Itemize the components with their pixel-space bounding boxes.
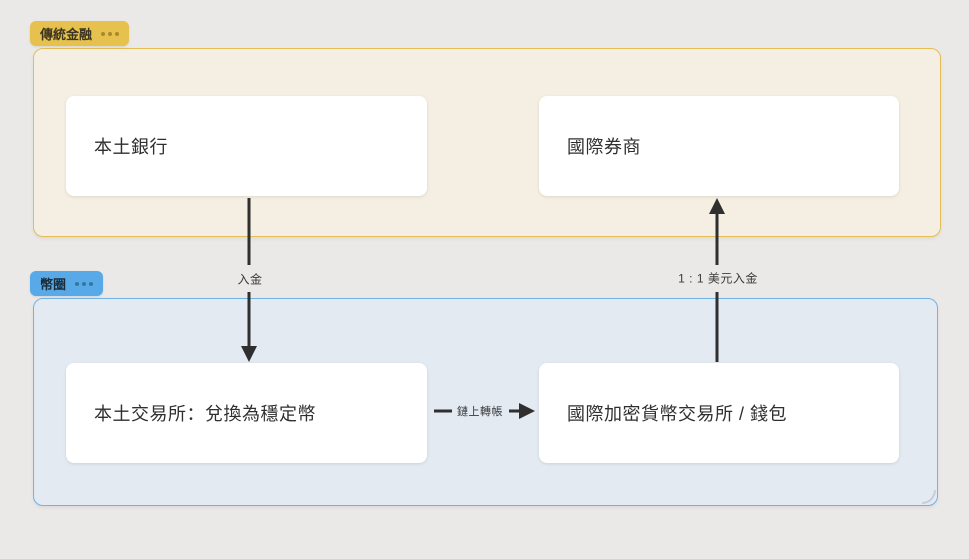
badge-label: 傳統金融 bbox=[40, 27, 93, 42]
node-label: 國際券商 bbox=[567, 137, 641, 157]
node-local-bank[interactable]: 本土銀行 bbox=[66, 96, 427, 196]
badge-label: 幣圈 bbox=[40, 277, 67, 292]
ellipsis-menu-icon[interactable] bbox=[101, 31, 120, 36]
node-international-crypto-exchange-wallet[interactable]: 國際加密貨幣交易所 / 錢包 bbox=[539, 363, 899, 463]
resize-handle-icon[interactable] bbox=[921, 489, 937, 505]
node-local-exchange-stablecoin[interactable]: 本土交易所：兌換為穩定幣 bbox=[66, 363, 427, 463]
node-label: 國際加密貨幣交易所 / 錢包 bbox=[567, 404, 788, 424]
node-label: 本土銀行 bbox=[94, 137, 168, 157]
node-label: 本土交易所：兌換為穩定幣 bbox=[94, 404, 316, 424]
crypto-badge[interactable]: 幣圈 bbox=[30, 271, 104, 296]
arrow-usd-deposit[interactable] bbox=[709, 198, 725, 362]
edge-label-deposit: 入金 bbox=[237, 272, 263, 287]
node-international-broker[interactable]: 國際券商 bbox=[539, 96, 899, 196]
traditional-finance-badge[interactable]: 傳統金融 bbox=[30, 21, 130, 46]
arrow-onchain-transfer[interactable] bbox=[434, 403, 535, 419]
arrow-deposit[interactable] bbox=[241, 198, 257, 362]
ellipsis-menu-icon[interactable] bbox=[75, 281, 94, 286]
edge-label-usd-deposit: 1 : 1 美元入金 bbox=[678, 271, 758, 286]
edge-label-onchain-transfer: 鏈上轉帳 bbox=[457, 406, 503, 418]
